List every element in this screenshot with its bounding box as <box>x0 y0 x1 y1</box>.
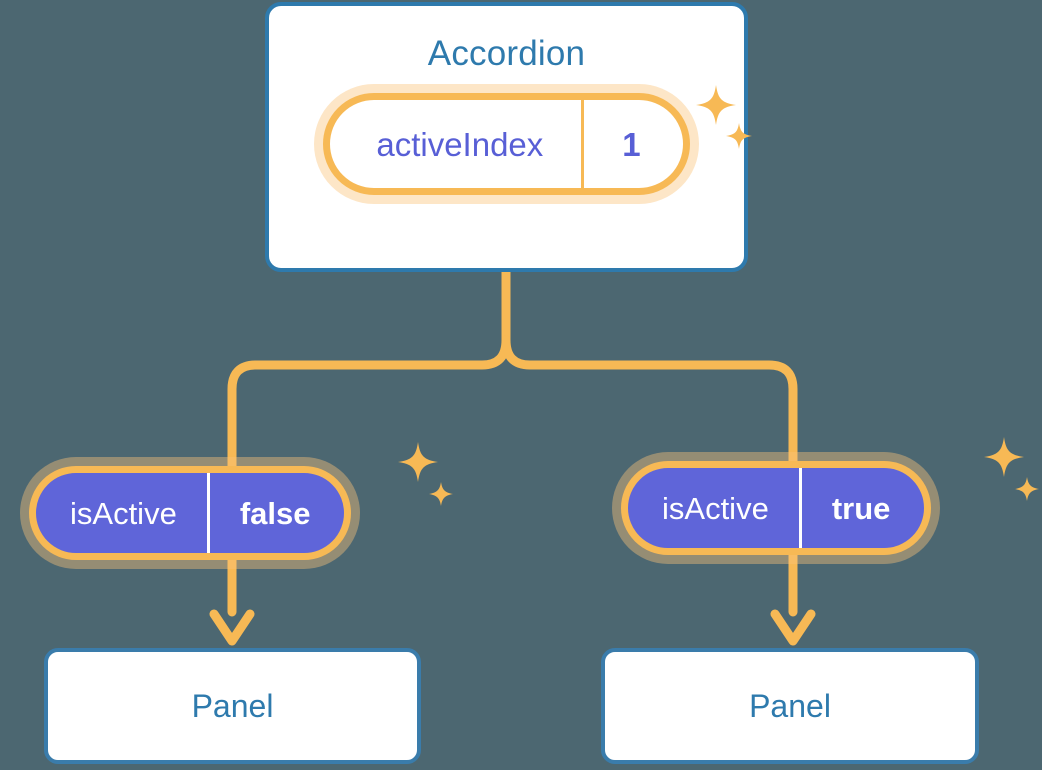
prop-pill[interactable]: activeIndex 1 <box>323 93 690 195</box>
prop-badge-isactive-false[interactable]: isActive false <box>29 466 352 560</box>
page-title: Accordion <box>427 34 586 73</box>
prop-value-label: false <box>239 495 311 531</box>
prop-badge-activeindex[interactable]: activeIndex 1 <box>323 93 690 195</box>
component-card-panel-left[interactable]: Panel <box>44 648 421 764</box>
prop-key-label: activeIndex <box>330 100 585 188</box>
component-card-panel-right[interactable]: Panel <box>601 648 979 764</box>
prop-pill[interactable]: isActive false <box>29 466 352 560</box>
panel-title: Panel <box>191 688 274 724</box>
prop-key-label: isActive <box>36 473 210 553</box>
prop-key-label: isActive <box>628 468 802 548</box>
component-card-accordion[interactable]: Accordion activeIndex 1 <box>265 2 748 272</box>
arrow-down-icon <box>209 609 816 646</box>
prop-pill[interactable]: isActive true <box>621 461 932 555</box>
prop-badge-isactive-true[interactable]: isActive true <box>621 461 932 555</box>
prop-value-label: 1 <box>622 125 641 163</box>
prop-value-label: true <box>831 490 891 526</box>
panel-title: Panel <box>749 688 831 724</box>
